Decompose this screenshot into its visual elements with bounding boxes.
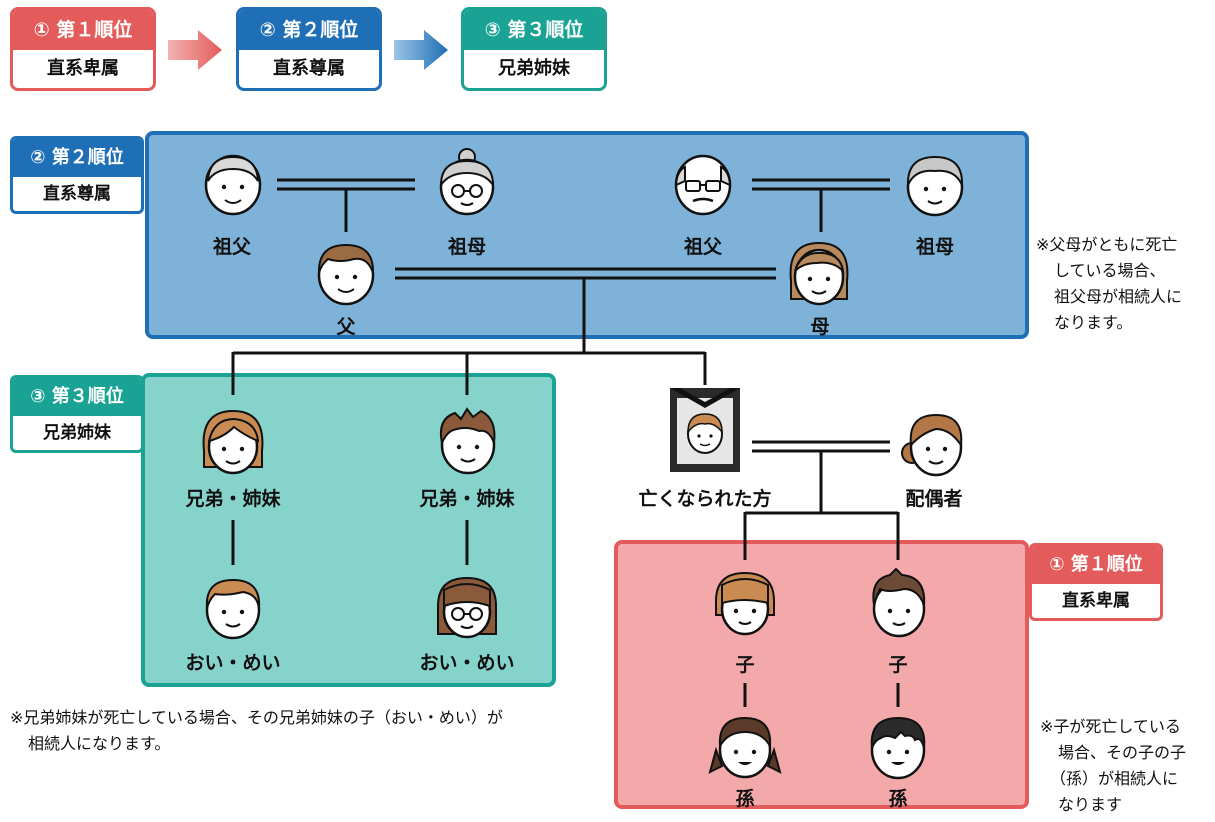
label-mother: 母 — [810, 316, 830, 338]
label-sibling-2: 兄弟・姉妹 — [419, 488, 515, 510]
note-parents-line: している場合、 — [1054, 261, 1166, 280]
tag-second-body: 直系尊属 — [43, 184, 111, 204]
child-icon — [872, 567, 926, 638]
label-deceased: 亡くなられた方 — [638, 488, 772, 510]
label-grandchild-1: 孫 — [735, 788, 755, 810]
region-second-rank — [145, 131, 1029, 339]
sibling-icon — [439, 407, 496, 475]
label-child-2: 子 — [888, 654, 908, 676]
note-children-line: 場合、その子の子 — [1058, 743, 1187, 762]
label-sibling-1: 兄弟・姉妹 — [185, 488, 281, 510]
tag-first-rank: ① 第１順位 直系卑属 — [1029, 543, 1163, 621]
tag-first-header: ① 第１順位 — [1032, 546, 1160, 584]
sibling-icon — [202, 409, 264, 475]
legend-second-body: 直系尊属 — [273, 58, 345, 79]
label-child-1: 子 — [735, 654, 755, 676]
note-parents: ※父母がともに死亡 している場合、 祖父母が相続人に なります。 — [1036, 232, 1182, 336]
legend-second-header: ② 第２順位 — [239, 10, 379, 50]
label-grandfather-paternal: 祖父 — [212, 236, 252, 258]
tag-third-rank: ③ 第３順位 兄弟姉妹 — [10, 375, 144, 453]
label-spouse: 配偶者 — [905, 488, 963, 510]
note-children-line: （孫）が相続人に — [1050, 769, 1179, 788]
arrow-icon — [394, 30, 448, 70]
tag-third-header: ③ 第３順位 — [13, 378, 141, 416]
tag-third-body: 兄弟姉妹 — [43, 423, 111, 443]
legend-second-rank: ② 第２順位 直系尊属 — [236, 7, 382, 91]
memorial-photo-icon — [670, 388, 740, 472]
note-siblings-line: 相続人になります。 — [28, 734, 171, 753]
note-siblings-line: ※兄弟姉妹が死亡している場合、その兄弟姉妹の子（おい・めい）が — [10, 708, 503, 727]
label-father: 父 — [336, 316, 356, 338]
label-nephew-1: おい・めい — [185, 652, 281, 674]
tag-first-body: 直系卑属 — [1062, 591, 1130, 611]
grandfather-icon — [674, 154, 732, 216]
label-grandmother-maternal: 祖母 — [915, 236, 955, 258]
grandchild-icon — [870, 716, 926, 780]
grandfather-icon — [204, 154, 262, 216]
note-parents-line: ※父母がともに死亡 — [1036, 235, 1178, 254]
spouse-icon — [901, 413, 963, 477]
legend-third-rank: ③ 第３順位 兄弟姉妹 — [461, 7, 607, 91]
grandmother-icon — [906, 155, 964, 217]
arrow-icon — [168, 30, 222, 70]
label-grandmother-paternal: 祖母 — [447, 236, 487, 258]
legend-third-header: ③ 第３順位 — [464, 10, 604, 50]
niece-icon — [437, 576, 497, 639]
child-icon — [715, 571, 775, 636]
note-children: ※子が死亡している 場合、その子の子 （孫）が相続人に なります — [1040, 714, 1186, 818]
legend-first-header: ① 第１順位 — [13, 10, 153, 50]
note-children-line: なります — [1058, 795, 1123, 814]
grandmother-icon — [439, 148, 495, 216]
label-nephew-2: おい・めい — [419, 652, 515, 674]
nephew-icon — [205, 578, 261, 640]
note-parents-line: 祖父母が相続人に — [1054, 287, 1183, 306]
father-icon — [317, 243, 375, 306]
mother-icon — [789, 241, 849, 306]
label-grandfather-maternal: 祖父 — [683, 236, 723, 258]
label-grandchild-2: 孫 — [888, 788, 908, 810]
note-siblings: ※兄弟姉妹が死亡している場合、その兄弟姉妹の子（おい・めい）が 相続人になります… — [10, 705, 503, 757]
region-first-rank — [614, 540, 1029, 809]
grandchild-icon — [708, 716, 782, 779]
legend-first-rank: ① 第１順位 直系卑属 — [10, 7, 156, 91]
legend-first-body: 直系卑属 — [47, 58, 119, 79]
legend-third-body: 兄弟姉妹 — [498, 58, 570, 79]
note-children-line: ※子が死亡している — [1040, 717, 1181, 736]
note-parents-line: なります。 — [1054, 313, 1133, 332]
tag-second-header: ② 第２順位 — [13, 139, 141, 177]
tag-second-rank: ② 第２順位 直系尊属 — [10, 136, 144, 214]
